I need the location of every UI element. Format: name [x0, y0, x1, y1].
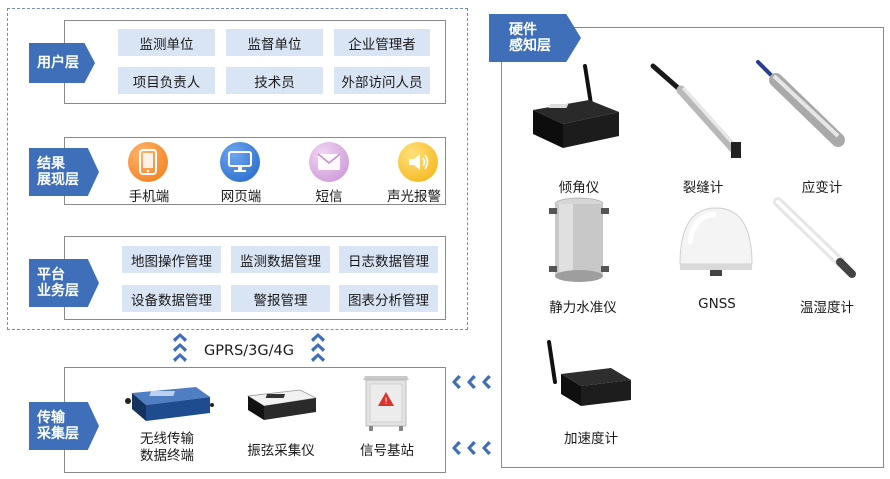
hardware-layer-tag-text: 硬件 感知层	[509, 22, 551, 54]
transport-tag-line2: 采集层	[37, 426, 79, 442]
hardware-label-accelerometer: 加速度计	[564, 431, 618, 447]
alarm-speaker-icon	[398, 142, 438, 182]
hardware-label-hydrostatic-level: 静力水准仪	[549, 300, 617, 316]
user-layer-tag: 用户层	[29, 43, 95, 83]
left-chevron-upper-3	[482, 375, 491, 389]
user-cell-supervision-unit: 监督单位	[226, 29, 323, 56]
wireless-terminal-line1: 无线传输	[140, 431, 194, 447]
result-label-web: 网页端	[220, 189, 262, 205]
result-label-mobile: 手机端	[128, 189, 170, 205]
platform-cell-map-ops: 地图操作管理	[122, 246, 221, 273]
vibrating-wire-logger-icon	[244, 386, 320, 422]
hardware-tag-line1: 硬件	[509, 21, 537, 38]
transport-label-wireless-terminal: 无线传输 数据终端	[132, 431, 202, 465]
hydrostatic-level-icon	[547, 196, 611, 290]
transport-layer-tag-text: 传输 采集层	[37, 410, 79, 442]
result-label-alarm: 声光报警	[387, 189, 441, 205]
strain-gauge-icon	[752, 56, 852, 156]
envelope-icon	[309, 142, 349, 182]
platform-tag-line2: 业务层	[37, 283, 79, 299]
hardware-label-inclinometer: 倾角仪	[558, 180, 600, 196]
up-chevron-left-3	[173, 353, 187, 362]
up-chevron-right-1	[311, 333, 325, 342]
hardware-label-strain-gauge: 应变计	[801, 180, 843, 196]
inclinometer-device-icon	[531, 64, 623, 154]
network-label: GPRS/3G/4G	[204, 343, 294, 359]
result-label-sms: 短信	[315, 189, 343, 205]
platform-cell-log-data: 日志数据管理	[339, 246, 438, 273]
upper-layers-frame	[7, 8, 468, 330]
accelerometer-device-icon	[541, 338, 633, 412]
gnss-antenna-icon	[676, 204, 756, 278]
mobile-phone-icon	[128, 142, 168, 182]
left-chevron-lower-1	[452, 441, 461, 455]
user-layer-tag-text: 用户层	[37, 54, 79, 71]
platform-layer-tag-text: 平台 业务层	[37, 267, 79, 299]
result-layer-tag-text: 结果 展现层	[37, 156, 79, 188]
platform-layer-tag: 平台 业务层	[29, 259, 99, 307]
platform-cell-chart-analysis: 图表分析管理	[339, 285, 438, 312]
up-chevron-right-2	[311, 343, 325, 352]
up-chevron-left-1	[173, 333, 187, 342]
platform-tag-line1: 平台	[37, 266, 65, 283]
temperature-humidity-sensor-icon	[770, 196, 860, 280]
platform-cell-monitoring-data: 监测数据管理	[231, 246, 330, 273]
user-cell-monitoring-unit: 监测单位	[118, 29, 215, 56]
left-chevron-upper-2	[467, 375, 476, 389]
user-cell-enterprise-manager: 企业管理者	[334, 29, 430, 56]
hardware-label-gnss: GNSS	[698, 296, 736, 312]
result-layer-tag: 结果 展现层	[29, 148, 99, 196]
hardware-label-crack-meter: 裂缝计	[682, 180, 724, 196]
user-cell-technician: 技术员	[226, 67, 323, 94]
platform-cell-device-data: 设备数据管理	[122, 285, 221, 312]
user-cell-external-visitor: 外部访问人员	[334, 67, 430, 94]
signal-base-station-cabinet-icon: !	[361, 374, 411, 432]
svg-text:!: !	[384, 397, 388, 407]
transport-tag-line1: 传输	[37, 409, 65, 426]
left-chevron-upper-1	[452, 375, 461, 389]
hardware-label-temp-humidity: 温湿度计	[800, 300, 854, 316]
wireless-terminal-device-icon	[124, 383, 214, 423]
monitor-icon	[220, 142, 260, 182]
crack-meter-icon	[645, 60, 745, 160]
up-chevron-right-3	[311, 353, 325, 362]
user-cell-project-lead: 项目负责人	[118, 67, 215, 94]
platform-cell-alarm-mgmt: 警报管理	[231, 285, 330, 312]
left-chevron-lower-2	[467, 441, 476, 455]
left-chevron-lower-3	[482, 441, 491, 455]
up-chevron-left-2	[173, 343, 187, 352]
result-tag-line2: 展现层	[37, 172, 79, 188]
hardware-layer-tag: 硬件 感知层	[489, 14, 581, 62]
transport-label-vw-logger: 振弦采集仪	[247, 443, 315, 459]
hardware-tag-line2: 感知层	[509, 38, 551, 54]
transport-label-base-station: 信号基站	[360, 443, 414, 459]
wireless-terminal-line2: 数据终端	[140, 448, 194, 464]
transport-layer-tag: 传输 采集层	[29, 402, 99, 450]
result-tag-line1: 结果	[37, 155, 65, 172]
